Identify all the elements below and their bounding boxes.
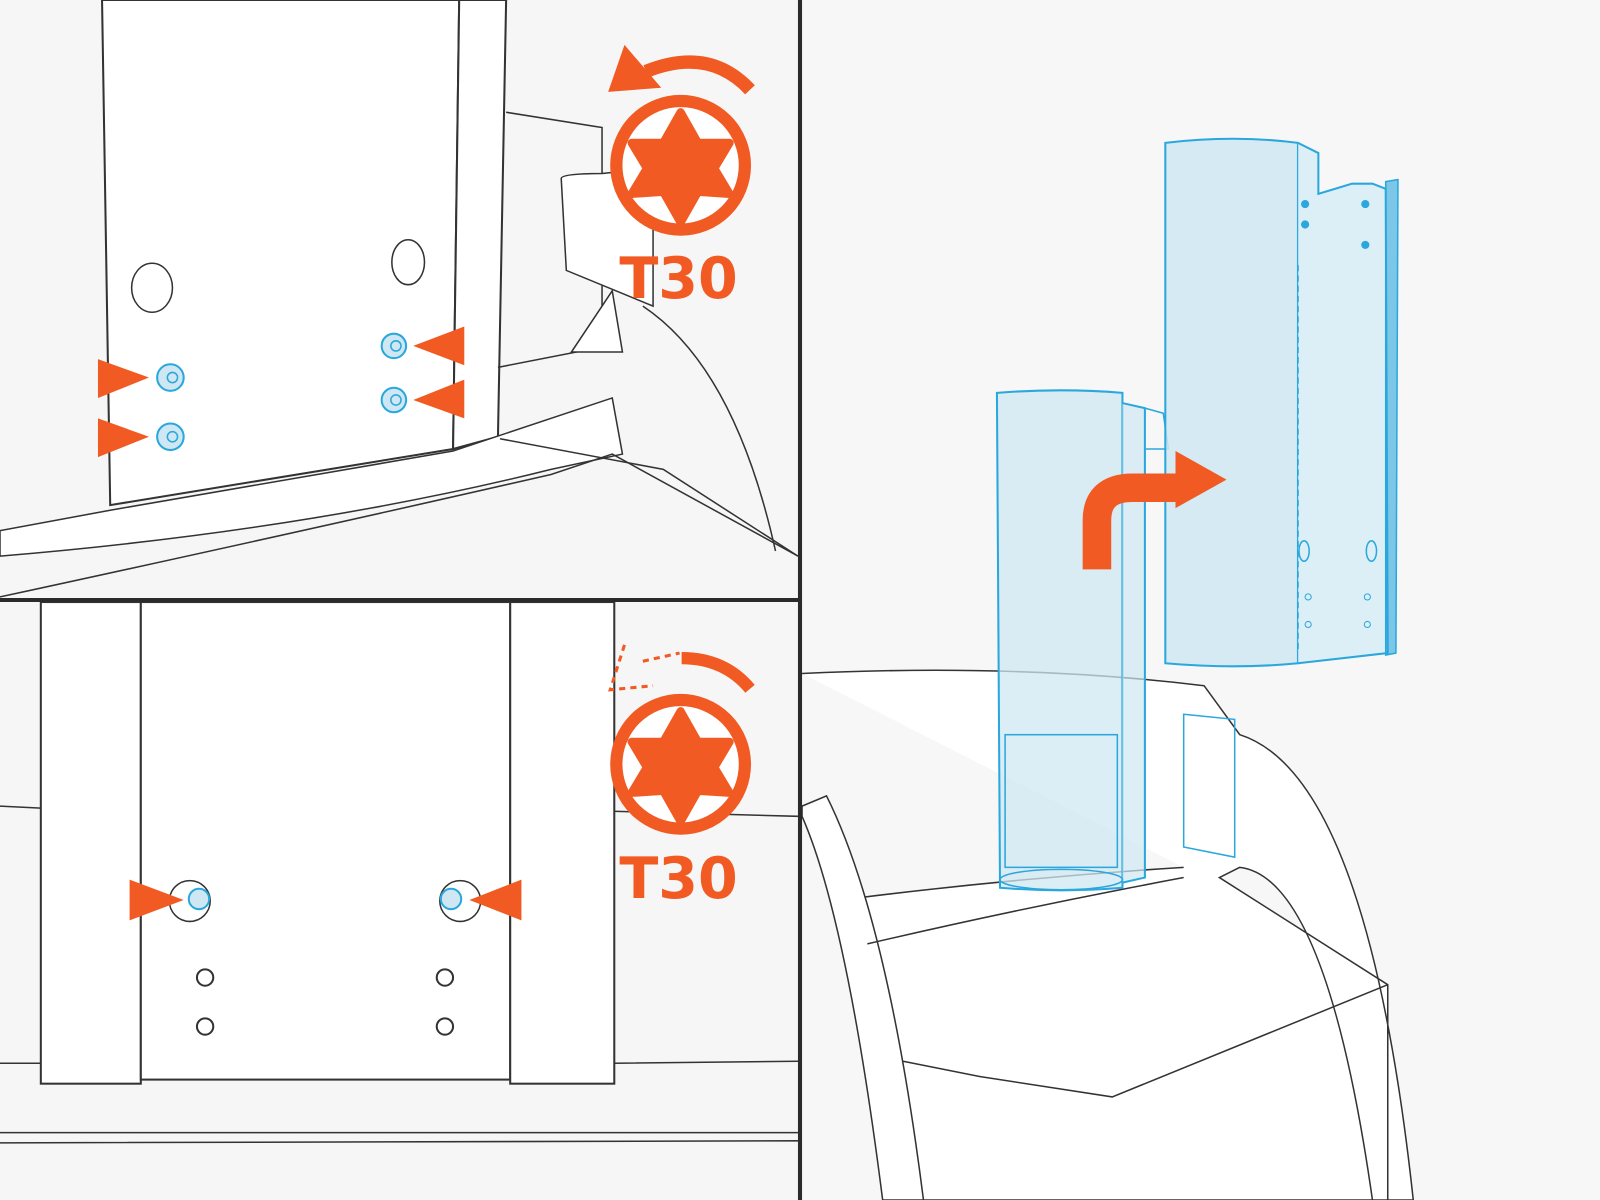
pointer-arrow-icon: [413, 326, 465, 366]
pointer-arrow-icon: [97, 359, 149, 398]
pointer-arrow-icon: [129, 879, 184, 921]
pointer-arrow-icon: [97, 418, 149, 458]
bracket-raised-position: [1164, 137, 1399, 668]
screw-icon: [156, 363, 185, 392]
screw-icon: [156, 422, 185, 452]
screw-icon: [380, 386, 408, 414]
partial-rotation-arrow-icon: [608, 644, 755, 693]
panel-bottom-left: T30: [0, 601, 798, 1200]
torx-bit-icon: [610, 94, 752, 236]
torx-bit-icon: [610, 693, 752, 835]
panel-right: [801, 0, 1600, 1200]
tool-size-label: T30: [619, 246, 737, 312]
pointer-arrow-icon: [469, 879, 522, 921]
curved-arrow-up-right-icon: [1082, 451, 1227, 570]
pointer-arrow-icon: [413, 379, 465, 419]
tool-size-label: T30: [619, 846, 737, 912]
counterclockwise-arrow-icon: [608, 44, 755, 95]
screw-icon: [439, 879, 482, 923]
screw-icon: [380, 332, 408, 360]
screw-icon: [168, 879, 211, 923]
panel-top-left: T30: [0, 0, 799, 598]
